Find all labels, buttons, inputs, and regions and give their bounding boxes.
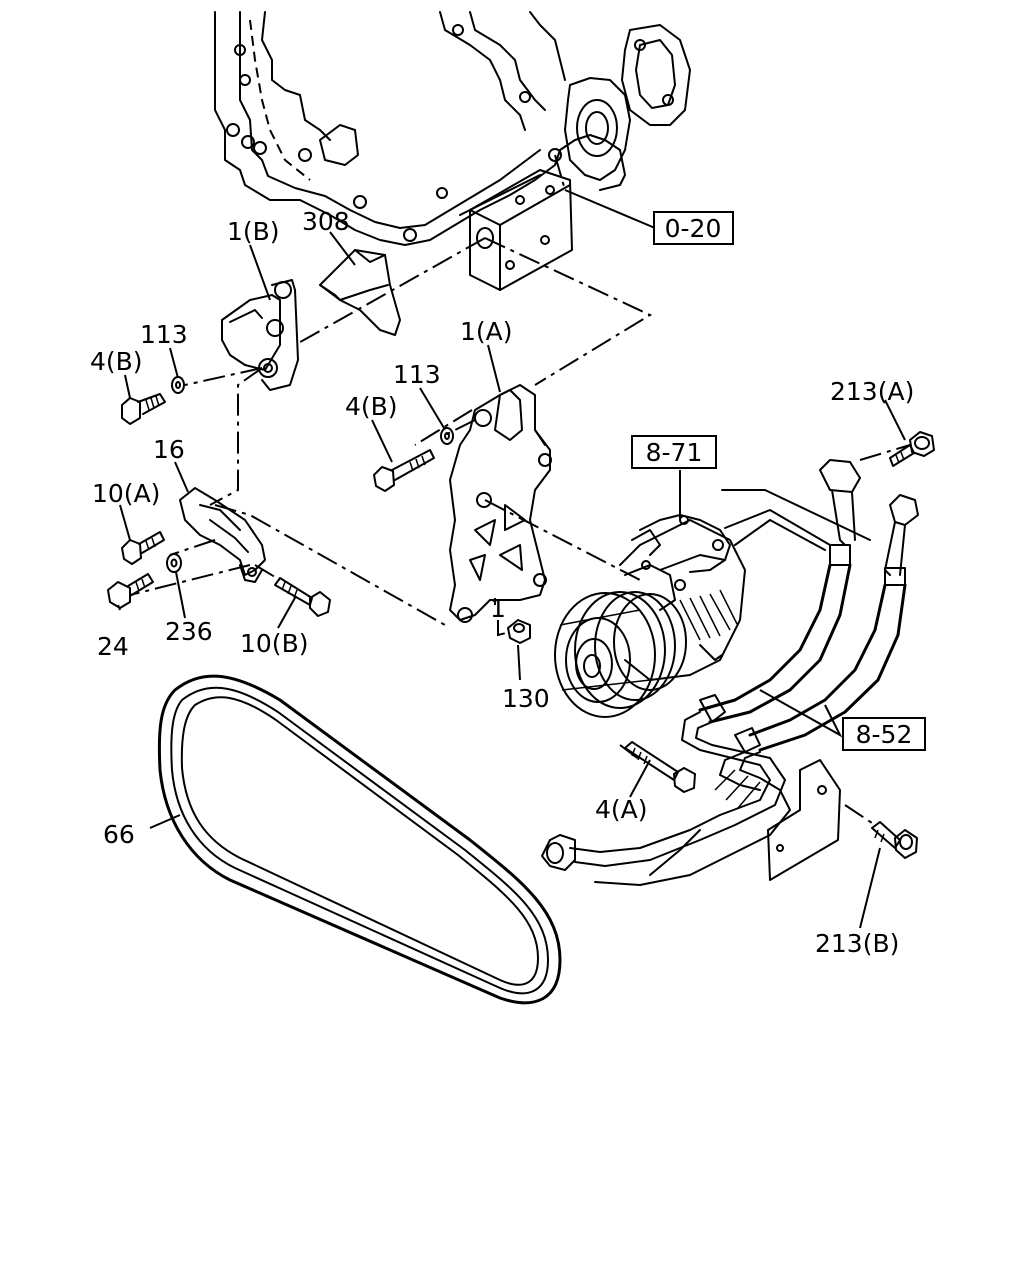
ref-label-8-71: 8-71: [646, 438, 703, 467]
bolt-10b-drawing: [274, 577, 331, 617]
label-66: 66: [103, 820, 135, 849]
ac-compressor-drawing: [554, 514, 746, 718]
label-130: 130: [502, 684, 550, 713]
bracket-1b-drawing: [221, 279, 299, 391]
washer-236-drawing: [166, 553, 182, 573]
label-10a: 10(A): [92, 479, 160, 508]
label-ref-1: 1: [490, 594, 506, 623]
label-1b: 1(B): [227, 217, 280, 246]
label-113-mid: 113: [393, 360, 441, 389]
bracket-1a-drawing: [449, 384, 552, 623]
ref-label-8-52: 8-52: [856, 720, 913, 749]
part-labels: 1(B) 308 113 4(B) 1(A) 113 4(B) 16 10(A)…: [90, 207, 914, 958]
label-4b-mid: 4(B): [345, 392, 398, 421]
ref-box-0-20: 0-20: [653, 211, 734, 245]
bolt-213b-drawing: [871, 821, 918, 859]
label-4b-upper: 4(B): [90, 347, 143, 376]
bolt-4b-upper-drawing: [121, 376, 185, 425]
bolt-213a-drawing: [889, 431, 935, 467]
ref-box-8-71: 8-71: [631, 435, 717, 469]
nut-130-drawing: [507, 619, 531, 644]
label-236: 236: [165, 617, 213, 646]
label-113-upper: 113: [140, 320, 188, 349]
label-10b: 10(B): [240, 629, 308, 658]
plate-308-drawing: [319, 249, 401, 336]
label-213a: 213(A): [830, 377, 914, 406]
v-belt-66-drawing: [157, 674, 562, 1005]
leader-lines: [117, 189, 906, 929]
ac-hoses-drawing: [541, 459, 919, 886]
bolt-4a-drawing: [624, 741, 696, 793]
engine-block-drawing: [214, 11, 691, 291]
bolt-24-drawing: [107, 573, 154, 609]
label-213b: 213(B): [815, 929, 899, 958]
label-24: 24: [97, 632, 129, 661]
ref-box-8-52: 8-52: [842, 717, 926, 751]
ref-label-0-20: 0-20: [665, 214, 722, 243]
label-1a: 1(A): [460, 317, 513, 346]
label-308: 308: [302, 207, 350, 236]
bolt-4b-mid-drawing: [373, 427, 454, 492]
label-16: 16: [153, 435, 185, 464]
label-4a: 4(A): [595, 795, 648, 824]
alignment-lines: [129, 154, 911, 826]
bracket-16-drawing: [179, 487, 266, 583]
